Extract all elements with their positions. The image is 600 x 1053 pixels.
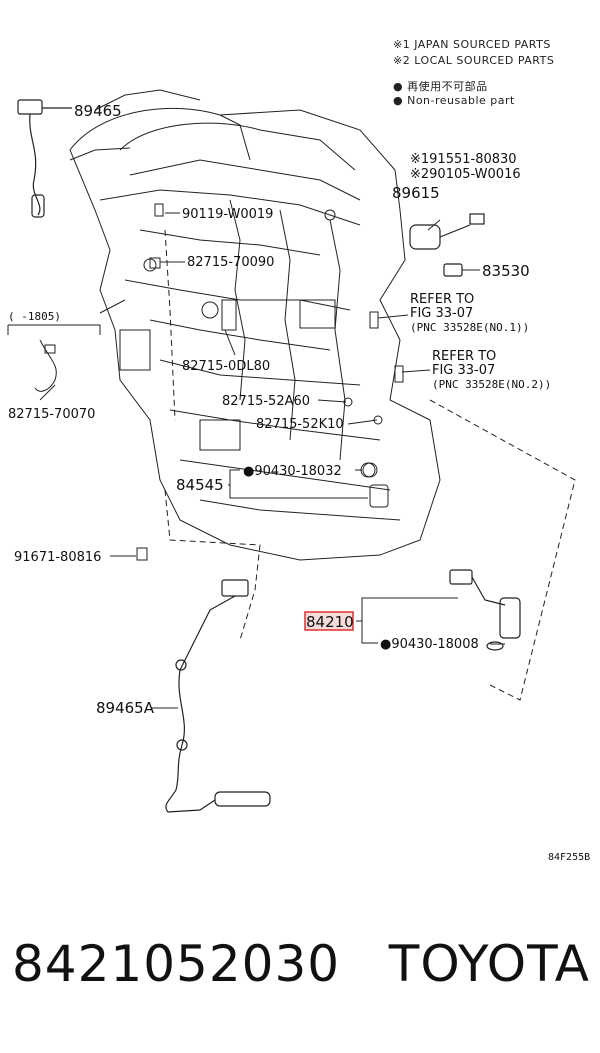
label-refer2-line2: FIG 33-07 xyxy=(432,363,495,378)
footer-part-number: 8421052030 xyxy=(12,935,341,993)
label-89465: 89465 xyxy=(74,102,122,120)
legend-line-4: ● Non-reusable part xyxy=(393,94,515,107)
legend-line-2: ※2 LOCAL SOURCED PARTS xyxy=(393,54,555,67)
legend-line-1: ※1 JAPAN SOURCED PARTS xyxy=(393,38,551,51)
legend-line-3: ● 再使用不可部品 xyxy=(393,80,488,93)
label-diagram-code: 84F255B xyxy=(548,852,590,863)
label-refer2-line1: REFER TO xyxy=(432,349,496,364)
label-82715-70070: 82715-70070 xyxy=(8,407,95,422)
label-82715-0DL80: 82715-0DL80 xyxy=(182,359,270,374)
highlight-box-84210 xyxy=(304,611,354,631)
footer: 8421052030 TOYOTA xyxy=(12,935,590,1015)
label-91671-80816: 91671-80816 xyxy=(14,550,101,565)
label-84545: 84545 xyxy=(176,476,224,494)
sensor-82715-70070-drawing xyxy=(7,324,101,401)
sensor-89615-drawing xyxy=(409,213,485,277)
leader-lines xyxy=(99,212,505,709)
label-refer2-line3: (PNC 33528E(NO.2)) xyxy=(432,378,551,391)
dashed-outlines xyxy=(164,229,576,701)
sensor-84210-drawing xyxy=(449,569,521,651)
label-90430-18008: ●90430-18008 xyxy=(380,637,479,652)
sensor-89465A-drawing xyxy=(165,579,271,813)
label-82715-70090: 82715-70090 xyxy=(187,255,274,270)
label-89615: 89615 xyxy=(392,184,440,202)
parts-diagram: 89465 90119-W0019 82715-70090 ( -1805) 8… xyxy=(7,89,590,863)
label-1805: ( -1805) xyxy=(8,310,61,323)
label-90119-W0019: 90119-W0019 xyxy=(182,207,273,222)
label-82715-52A60: 82715-52A60 xyxy=(222,394,310,409)
label-90430-18032: ●90430-18032 xyxy=(243,464,342,479)
label-84210: 84210 xyxy=(306,613,354,631)
engine-drawing xyxy=(69,89,441,561)
label-refer1-line2: FIG 33-07 xyxy=(410,306,473,321)
label-83530: 83530 xyxy=(482,262,530,280)
label-89465A: 89465A xyxy=(96,699,155,717)
label-refer1-line1: REFER TO xyxy=(410,292,474,307)
label-91551-80830: ※191551-80830 xyxy=(410,152,517,167)
label-90105-W0016: ※290105-W0016 xyxy=(410,167,521,182)
label-refer1-line3: (PNC 33528E(NO.1)) xyxy=(410,321,529,334)
footer-brand: TOYOTA xyxy=(388,935,590,993)
fasteners xyxy=(136,203,404,561)
label-82715-52K10: 82715-52K10 xyxy=(256,417,344,432)
sensor-89465-drawing xyxy=(17,99,72,218)
